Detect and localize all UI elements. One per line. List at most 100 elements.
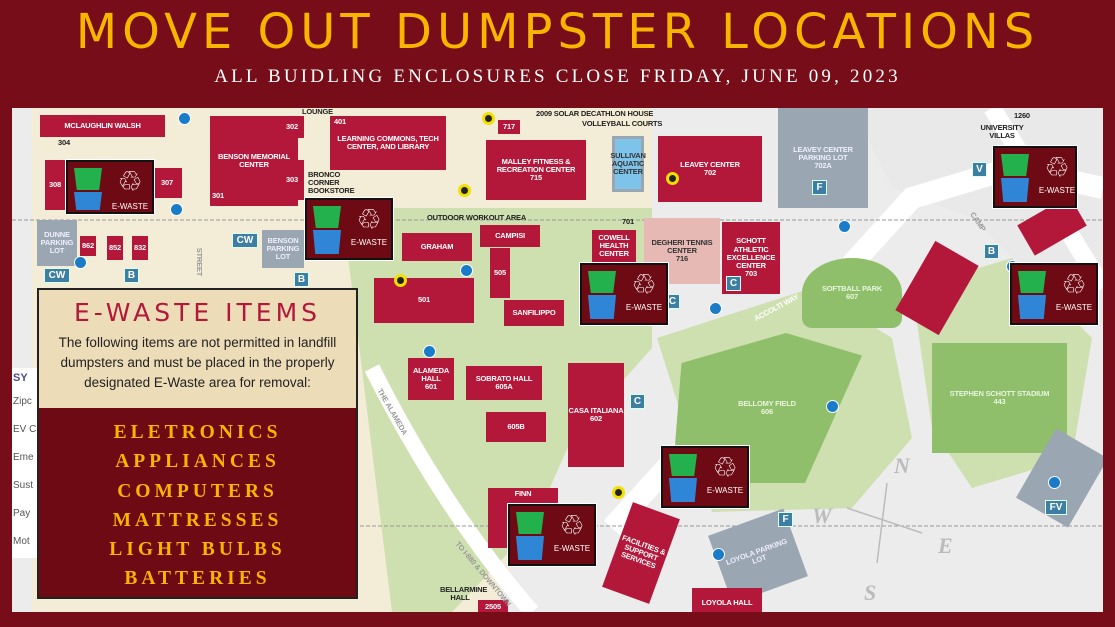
- building-campisi[interactable]: Campisi: [480, 225, 540, 247]
- landfill-bin-icon: [313, 206, 341, 228]
- legend-row: EV C: [13, 424, 37, 435]
- compass-w: W: [812, 503, 832, 528]
- building-learning-commons[interactable]: Learning Commons, Tech Center, and Libra…: [330, 116, 446, 170]
- legend-row: Zipc: [13, 396, 32, 407]
- building-number: 702: [704, 168, 716, 177]
- dumpster-icon[interactable]: [460, 264, 473, 277]
- building-sanfilippo[interactable]: Sanfilippo: [504, 300, 564, 326]
- building-852[interactable]: 852: [107, 236, 123, 260]
- building-501[interactable]: 501: [374, 278, 474, 323]
- parking-badge-c[interactable]: C: [630, 394, 645, 409]
- landfill-bin-icon: [1001, 154, 1029, 176]
- parking-badge-f[interactable]: F: [812, 180, 827, 195]
- dumpster-icon[interactable]: [423, 345, 436, 358]
- building-832[interactable]: 832: [132, 236, 148, 260]
- recycling-bin-icon: [1018, 295, 1046, 319]
- campus-map: McLaughlin Walsh 304 308 307 Benson Memo…: [12, 108, 1103, 612]
- dumpster-icon[interactable]: [712, 548, 725, 561]
- dumpster-icon[interactable]: [74, 256, 87, 269]
- ewaste-item: LIGHT BULBS: [109, 539, 286, 561]
- building-number: 703: [745, 269, 757, 279]
- label-street: Street: [195, 247, 205, 277]
- parking-badge-b[interactable]: B: [984, 244, 999, 259]
- building-cowell-health[interactable]: Cowell Health Center: [592, 230, 636, 262]
- landfill-bin-icon: [669, 454, 697, 476]
- sustainability-icon[interactable]: [666, 172, 679, 185]
- building-605b[interactable]: 605B: [486, 412, 546, 442]
- building-schott-athletic[interactable]: Schott Athletic Excellence Center703: [722, 222, 780, 294]
- building-alameda-hall[interactable]: Alameda Hall601: [408, 358, 454, 400]
- parking-badge-b[interactable]: B: [124, 268, 139, 283]
- ewaste-label: E-WASTE: [1055, 303, 1093, 312]
- parking-badge-v[interactable]: V: [972, 162, 987, 177]
- field-number: 607: [846, 292, 858, 301]
- landfill-bin-icon: [516, 512, 544, 534]
- parking-dunne[interactable]: Dunne Parking Lot: [37, 220, 77, 266]
- ewaste-location-marker[interactable]: ♲E-WASTE: [507, 503, 597, 567]
- recycling-bin-icon: [74, 192, 102, 210]
- ewaste-location-marker[interactable]: ♲E-WASTE: [992, 145, 1078, 209]
- building-graham[interactable]: Graham: [402, 233, 472, 261]
- building-sullivan-aquatic[interactable]: Sullivan Aquatic Center: [610, 136, 646, 192]
- recycling-bin-icon: [588, 295, 616, 319]
- sustainability-icon[interactable]: [482, 112, 495, 125]
- ewaste-label: E-WASTE: [350, 238, 388, 247]
- building-label: Casa Italiana: [568, 405, 624, 415]
- building-casa-italiana[interactable]: Casa Italiana602: [568, 363, 624, 467]
- building-leavey-center[interactable]: Leavey Center702: [658, 136, 762, 202]
- dumpster-icon[interactable]: [826, 400, 839, 413]
- label-university-villas: University Villas: [980, 123, 1024, 140]
- building-mclaughlin-walsh[interactable]: McLaughlin Walsh: [40, 115, 165, 137]
- building-2505[interactable]: 2505: [478, 600, 508, 612]
- dumpster-icon[interactable]: [1048, 476, 1061, 489]
- building-307[interactable]: 307: [152, 168, 182, 198]
- parking-badge-b[interactable]: B: [294, 272, 309, 287]
- ewaste-location-marker[interactable]: ♲E-WASTE: [1009, 262, 1099, 326]
- building-label: Leavey Center: [680, 159, 740, 169]
- building-302[interactable]: 302: [280, 116, 304, 138]
- building-number: 716: [676, 254, 688, 264]
- dumpster-icon[interactable]: [838, 220, 851, 233]
- ewaste-location-marker[interactable]: ♲E-WASTE: [65, 159, 155, 215]
- parking-benson[interactable]: Benson Parking Lot: [262, 230, 304, 268]
- building-label: Malley Fitness & Recreation Center: [496, 156, 576, 174]
- ewaste-label: E-WASTE: [625, 303, 663, 312]
- ewaste-location-marker[interactable]: ♲E-WASTE: [579, 262, 669, 326]
- building-862[interactable]: 862: [80, 236, 96, 256]
- label-outdoor-workout-area: Outdoor Workout Area: [427, 213, 527, 222]
- field-label: Bellomy Field: [738, 398, 796, 408]
- sustainability-icon[interactable]: [612, 486, 625, 499]
- ewaste-location-marker[interactable]: ♲E-WASTE: [660, 445, 750, 509]
- softball-park[interactable]: Softball Park607: [802, 258, 902, 328]
- recycle-icon: ♲: [117, 166, 143, 197]
- building-sobrato-hall[interactable]: Sobrato Hall605A: [466, 366, 542, 400]
- building-505[interactable]: 505: [490, 248, 510, 298]
- field-label: Stephen Schott Stadium: [949, 388, 1050, 398]
- sustainability-icon[interactable]: [458, 184, 471, 197]
- label-bellarmine-hall: Bellarmine Hall: [440, 585, 488, 602]
- dumpster-icon[interactable]: [170, 203, 183, 216]
- dumpster-icon[interactable]: [178, 112, 191, 125]
- landfill-bin-icon: [588, 271, 616, 293]
- building-loyola-hall[interactable]: Loyola Hall: [692, 588, 762, 612]
- ewaste-label: E-WASTE: [1038, 186, 1076, 195]
- parking-badge-cw[interactable]: CW: [232, 233, 258, 248]
- parking-badge-cw[interactable]: CW: [44, 268, 70, 283]
- building-303[interactable]: 303: [280, 160, 304, 200]
- dumpster-icon[interactable]: [709, 302, 722, 315]
- building-malley-fitness[interactable]: Malley Fitness & Recreation Center715: [486, 140, 586, 200]
- ewaste-location-marker[interactable]: ♲E-WASTE: [304, 197, 394, 261]
- ewaste-label: E-WASTE: [553, 544, 591, 553]
- ewaste-item: ELETRONICS: [113, 422, 282, 443]
- sustainability-icon[interactable]: [394, 274, 407, 287]
- building-717[interactable]: 717: [498, 120, 520, 134]
- parking-badge-f[interactable]: F: [778, 512, 793, 527]
- parking-badge-fv[interactable]: FV: [1045, 500, 1067, 515]
- field-number: 606: [761, 407, 773, 416]
- recycling-bin-icon: [669, 478, 697, 502]
- parking-badge-c[interactable]: C: [726, 276, 741, 291]
- building-308[interactable]: 308: [45, 160, 65, 210]
- panel-title: E-WASTE ITEMS: [73, 298, 322, 327]
- stephen-schott-stadium[interactable]: Stephen Schott Stadium443: [932, 343, 1067, 453]
- compass-e: E: [938, 533, 953, 558]
